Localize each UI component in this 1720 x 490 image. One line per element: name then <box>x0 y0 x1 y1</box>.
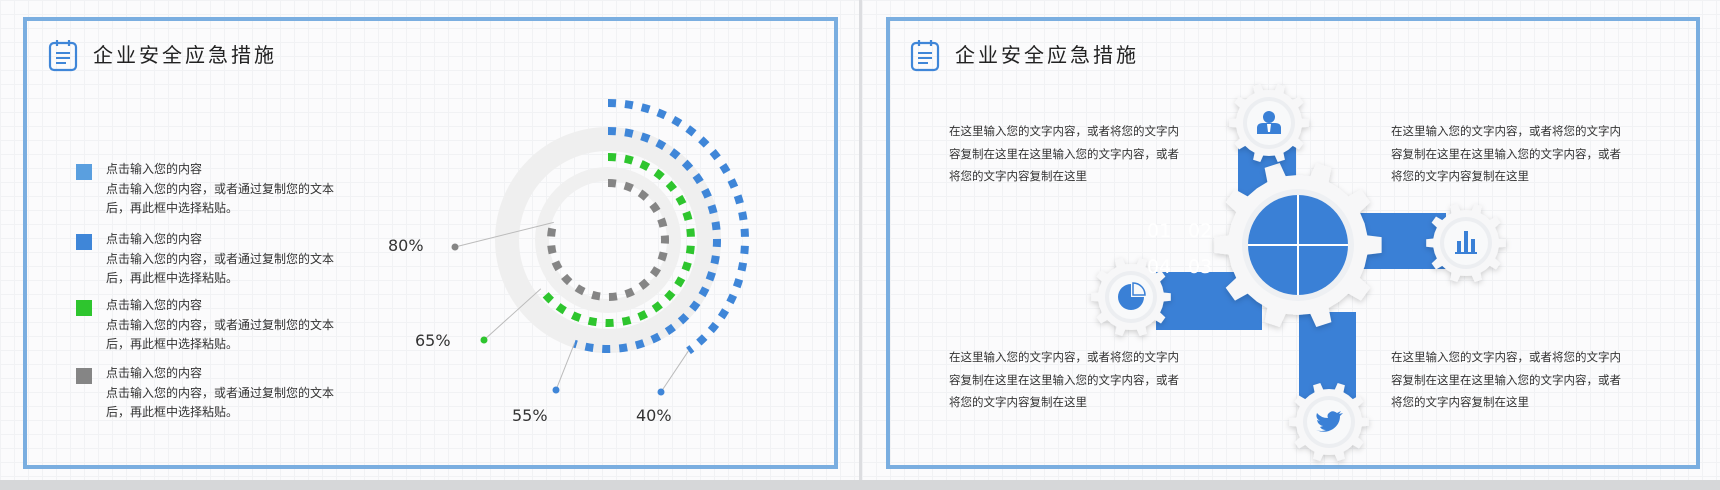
step-number-04: 04 <box>1147 256 1172 278</box>
legend-color-square <box>76 368 92 384</box>
percent-label: 80% <box>388 236 424 255</box>
page-title: 企业安全应急措施 <box>93 43 277 67</box>
legend-heading: 点击输入您的内容 <box>106 298 203 312</box>
user-icon <box>1257 111 1281 134</box>
clipboard-list-icon <box>910 40 940 72</box>
legend-color-square <box>76 164 92 180</box>
leader-line <box>555 343 575 391</box>
slide-left[interactable]: 企业安全应急措施 点击输入您的内容 点击输入您的内容，或者通过复制您的文本后，再… <box>0 0 860 480</box>
radial-bar-40% <box>607 99 749 355</box>
legend-color-square <box>76 234 92 250</box>
slide-frame <box>886 17 1700 469</box>
step-number-02: 02 <box>1188 220 1213 242</box>
step-number-03: 03 <box>1188 256 1213 278</box>
legend-color-square <box>76 300 92 316</box>
percent-label: 55% <box>512 406 548 425</box>
slide-frame <box>23 17 838 469</box>
gear-diagram <box>1091 84 1506 461</box>
leader-dot <box>451 243 459 251</box>
leader-dot <box>657 388 665 396</box>
connector-bar-bottom <box>1299 312 1356 402</box>
text-block-bottom-right: 在这里输入您的文字内容，或者将您的文字内容复制在这里在这里输入您的文字内容，或者… <box>1391 350 1621 409</box>
text-block-top-right: 在这里输入您的文字内容，或者将您的文字内容复制在这里在这里输入您的文字内容，或者… <box>1391 124 1621 183</box>
leader-dot <box>480 336 488 344</box>
legend-heading: 点击输入您的内容 <box>106 366 203 380</box>
legend-heading: 点击输入您的内容 <box>106 162 203 176</box>
slide-right[interactable]: 企业安全应急措施 01 02 03 04 在这里输入您的文字内容，或者将您的文字… <box>862 0 1720 480</box>
leader-line <box>483 288 542 341</box>
leader-dot <box>552 386 560 394</box>
text-block-top-left: 在这里输入您的文字内容，或者将您的文字内容复制在这里在这里输入您的文字内容，或者… <box>949 124 1179 183</box>
slide-divider <box>859 0 862 480</box>
background-ring <box>535 167 681 313</box>
twitter-bird-icon <box>1316 411 1343 432</box>
leader-line <box>454 221 554 248</box>
text-block-bottom-left: 在这里输入您的文字内容，或者将您的文字内容复制在这里在这里输入您的文字内容，或者… <box>949 350 1179 409</box>
radial-dotted-chart <box>451 99 749 396</box>
legend-description: 点击输入您的内容，或者通过复制您的文本后，再此框中选择粘贴。 <box>106 182 335 215</box>
background-ring <box>495 127 721 353</box>
leader-line <box>660 350 689 393</box>
page-title: 企业安全应急措施 <box>955 43 1139 67</box>
pie-chart-icon <box>1118 282 1146 310</box>
bar-chart-icon <box>1455 231 1477 254</box>
radial-bar-55% <box>573 127 721 353</box>
legend-heading: 点击输入您的内容 <box>106 232 203 246</box>
legend-description: 点击输入您的内容，或者通过复制您的文本后，再此框中选择粘贴。 <box>106 252 335 285</box>
bottom-scroll-strip <box>0 480 1720 490</box>
legend-description: 点击输入您的内容，或者通过复制您的文本后，再此框中选择粘贴。 <box>106 386 335 419</box>
radial-bar-80% <box>547 179 669 301</box>
step-number-01: 01 <box>1147 220 1172 242</box>
legend-description: 点击输入您的内容，或者通过复制您的文本后，再此框中选择粘贴。 <box>106 318 335 351</box>
percent-label: 65% <box>415 331 451 350</box>
clipboard-list-icon <box>48 40 78 72</box>
radial-bar-65% <box>537 153 695 327</box>
percent-label: 40% <box>636 406 672 425</box>
